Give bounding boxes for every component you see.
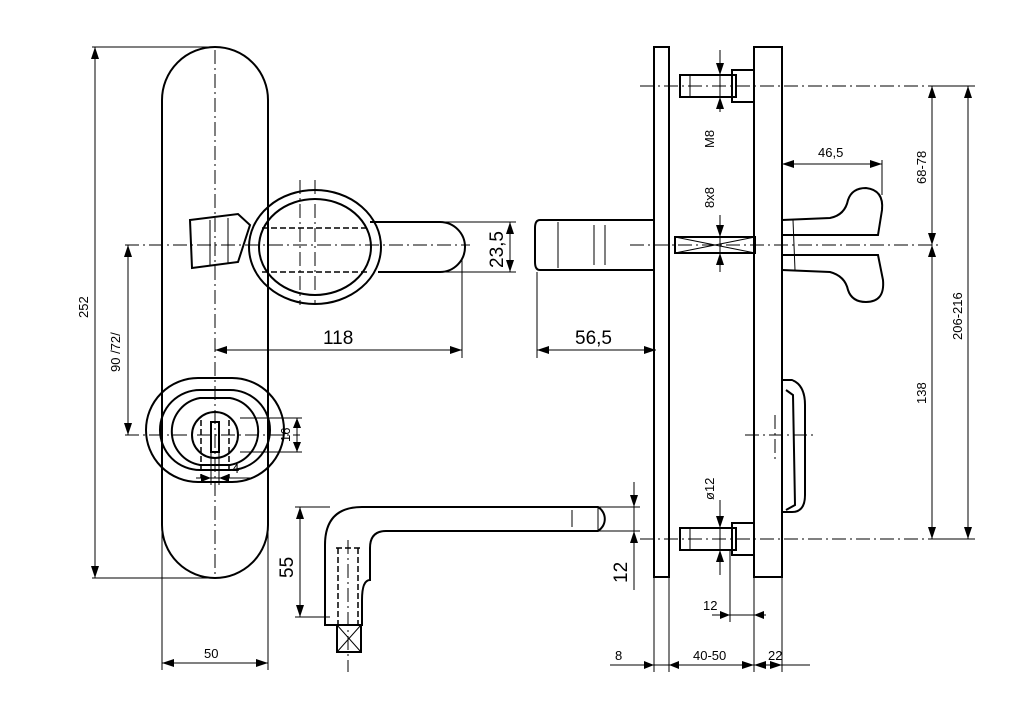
label-plate-thickness-back: 22 bbox=[768, 648, 782, 663]
label-cylinder-height: 16 bbox=[278, 428, 293, 442]
back-cylinder bbox=[745, 379, 815, 513]
knob-side bbox=[534, 219, 655, 271]
label-overall-height: 252 bbox=[76, 296, 91, 318]
label-cylinder-slot: 4 bbox=[232, 461, 239, 476]
label-crank-width: 12 bbox=[611, 562, 632, 583]
label-bolt-offset: 12 bbox=[703, 598, 717, 613]
dim-knob-projection: 56,5 bbox=[536, 272, 656, 358]
dim-knob-diameter: 23,5 bbox=[440, 221, 516, 273]
label-lever-projection: 46,5 bbox=[818, 145, 843, 160]
bottom-screw bbox=[640, 522, 940, 556]
lever-back bbox=[781, 186, 885, 304]
lever-front bbox=[188, 212, 466, 273]
dim-fixing-distance: 206-216 bbox=[940, 85, 975, 540]
dim-crank-height: 55 bbox=[277, 506, 330, 618]
label-cylinder-distance: 138 bbox=[914, 382, 929, 404]
label-backset: 90 /72/ bbox=[108, 332, 123, 372]
dim-cylinder-height: 16 bbox=[240, 417, 302, 453]
dim-bolt-diameter: ø12 bbox=[702, 478, 724, 575]
label-fixing-distance: 206-216 bbox=[950, 292, 965, 340]
dim-plate-width: 50 bbox=[161, 525, 269, 670]
dim-lever-length: 118 bbox=[215, 260, 463, 358]
back-plate-side bbox=[753, 46, 783, 578]
label-door-thickness: 40-50 bbox=[693, 648, 726, 663]
dim-square-spindle: 8x8 bbox=[702, 187, 724, 272]
label-plate-thickness-front: 8 bbox=[615, 648, 622, 663]
spindle bbox=[630, 236, 940, 254]
dim-lever-projection: 46,5 bbox=[781, 145, 883, 218]
label-screw-thread: M8 bbox=[702, 130, 717, 148]
crank-lever bbox=[324, 506, 606, 672]
dim-thicknesses: 8 40-50 22 bbox=[610, 577, 810, 672]
label-crank-height: 55 bbox=[277, 557, 298, 578]
label-square-spindle: 8x8 bbox=[702, 187, 717, 208]
label-screw-spacing: 68-78 bbox=[914, 151, 929, 184]
label-lever-length: 118 bbox=[323, 328, 353, 349]
dim-crank-width: 12 bbox=[598, 482, 640, 590]
dim-overall-height: 252 bbox=[76, 46, 215, 579]
top-screw bbox=[640, 69, 940, 103]
label-bolt-diameter: ø12 bbox=[702, 478, 717, 500]
dim-bolt-offset: 12 bbox=[703, 550, 766, 622]
knob-rose bbox=[248, 180, 382, 305]
front-plate bbox=[161, 46, 269, 579]
dim-cylinder-distance: 138 bbox=[914, 245, 936, 539]
label-knob-diameter: 23,5 bbox=[487, 231, 508, 268]
label-knob-projection: 56,5 bbox=[575, 328, 612, 349]
label-plate-width: 50 bbox=[204, 646, 218, 661]
dim-screw-thread: M8 bbox=[702, 50, 724, 148]
dim-backset: 90 /72/ bbox=[108, 245, 132, 435]
cylinder-escutcheon bbox=[145, 377, 285, 483]
dim-cylinder-slot: 4 bbox=[196, 452, 250, 485]
dim-screw-spacing: 68-78 bbox=[914, 86, 936, 245]
front-plate-side bbox=[653, 46, 670, 578]
